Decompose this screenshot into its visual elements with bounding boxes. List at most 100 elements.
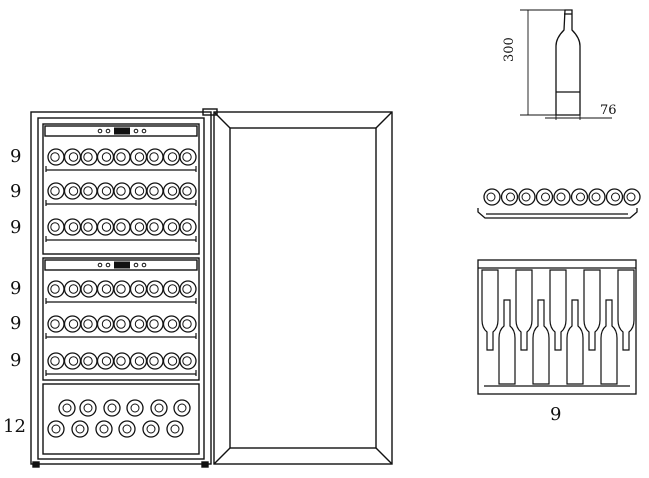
bottle-punt <box>116 319 126 329</box>
panel-button-icon <box>133 128 139 134</box>
bottle-punt <box>68 186 79 196</box>
bottle-diameter-label: 76 <box>600 103 617 118</box>
rack-bottle-end <box>605 188 624 206</box>
shelf-rail <box>45 236 197 242</box>
base-bottle-end <box>150 399 168 417</box>
base-bottle-end <box>47 420 65 438</box>
bottle-punt <box>68 356 79 366</box>
row-count-label: 9 <box>10 181 22 202</box>
bottle-punt <box>134 356 145 366</box>
base-bottle-end <box>103 399 121 417</box>
rack-bottle-end <box>483 188 501 206</box>
panel-button-icon <box>97 262 103 268</box>
rack-top-bottle <box>600 299 618 385</box>
bottle-end <box>179 148 197 166</box>
bottle-punt <box>134 319 145 329</box>
wine-shelf <box>45 148 197 172</box>
bottle-punt <box>116 152 126 162</box>
bottle-punt <box>167 356 178 366</box>
bottle-end <box>179 218 197 236</box>
bottle-punt <box>149 186 159 196</box>
base-bottles <box>47 399 191 438</box>
rack-bottle-end <box>570 188 589 206</box>
bottle-punt <box>134 284 145 294</box>
bottle-drawing <box>520 9 612 120</box>
bottle-punt <box>83 222 93 232</box>
door-frame <box>213 111 393 465</box>
bottle-punt <box>101 186 112 196</box>
bottle-punt <box>116 186 126 196</box>
base-bottle-end <box>58 399 76 417</box>
base-bottle-end <box>95 420 113 438</box>
bottle-punt <box>167 222 178 232</box>
shelves <box>45 148 197 376</box>
foot-left <box>32 461 40 468</box>
base-bottle-end <box>173 399 191 417</box>
base-bottle-punt <box>130 403 140 413</box>
base-bottle-end <box>71 420 89 438</box>
panel-button-icon <box>141 262 147 268</box>
control-panel-details <box>97 127 147 269</box>
wine-shelf <box>45 352 197 376</box>
bottle-end <box>179 352 197 370</box>
base-bottle-end <box>79 399 97 417</box>
rack-bottle-punt <box>541 192 550 202</box>
bottle-punt <box>101 284 112 294</box>
cabinet-outer <box>30 111 212 465</box>
base-bottle-punt <box>154 403 164 413</box>
bottle-punt <box>116 284 126 294</box>
rack-top-bottle <box>583 269 601 351</box>
bottle-punt <box>134 152 145 162</box>
rack-top-bottle <box>498 299 516 385</box>
panel-button-icon <box>97 128 103 134</box>
bottle-punt <box>149 356 159 366</box>
base-bottle-punt <box>170 424 180 434</box>
foot-right <box>201 461 209 468</box>
panel-button-icon <box>141 128 147 134</box>
door-bevel-tr <box>375 111 393 129</box>
panel-display <box>114 127 130 135</box>
bottle-punt <box>116 222 126 232</box>
cabinet <box>30 108 218 468</box>
rack-bottle-punt <box>506 192 515 202</box>
shelf-rail <box>45 298 197 304</box>
wine-shelf <box>45 280 197 304</box>
bottle-punt <box>68 284 79 294</box>
bottle-punt <box>68 319 79 329</box>
panel-button-icon <box>133 262 139 268</box>
bottle-punt <box>50 222 60 232</box>
bottle-punt <box>50 152 60 162</box>
base-bottle-punt <box>83 403 93 413</box>
row-count-label: 9 <box>10 146 22 167</box>
rack-top-bottle <box>532 299 550 385</box>
bottle-punt <box>182 284 192 294</box>
rack-top-frame <box>477 259 637 395</box>
base-bottle-end <box>126 399 144 417</box>
panel-display <box>114 261 130 269</box>
bottle-punt <box>182 222 192 232</box>
row-count-label: 12 <box>3 416 26 437</box>
bottle-end <box>179 182 197 200</box>
bottle-punt <box>167 319 178 329</box>
bottle-punt <box>149 222 159 232</box>
bottle-punt <box>116 356 126 366</box>
wine-shelf <box>45 315 197 339</box>
base-bottle-punt <box>51 424 61 434</box>
bottle-punt <box>134 222 145 232</box>
door-bevel-br <box>375 447 393 465</box>
base-bottle-punt <box>62 403 72 413</box>
rack-bottle-punt <box>576 192 585 202</box>
base-bottle-punt <box>146 424 156 434</box>
rack-top-bottle <box>515 269 533 351</box>
shelf-rail <box>45 166 197 172</box>
rack-bottle-end <box>500 188 519 206</box>
bottle-punt <box>167 284 178 294</box>
bottle-punt <box>83 284 93 294</box>
bottle-end <box>179 315 197 333</box>
bottle-punt <box>83 319 93 329</box>
rack-top-bottles <box>481 269 635 385</box>
rack-bottle-end <box>623 188 641 206</box>
bottle-punt <box>83 186 93 196</box>
